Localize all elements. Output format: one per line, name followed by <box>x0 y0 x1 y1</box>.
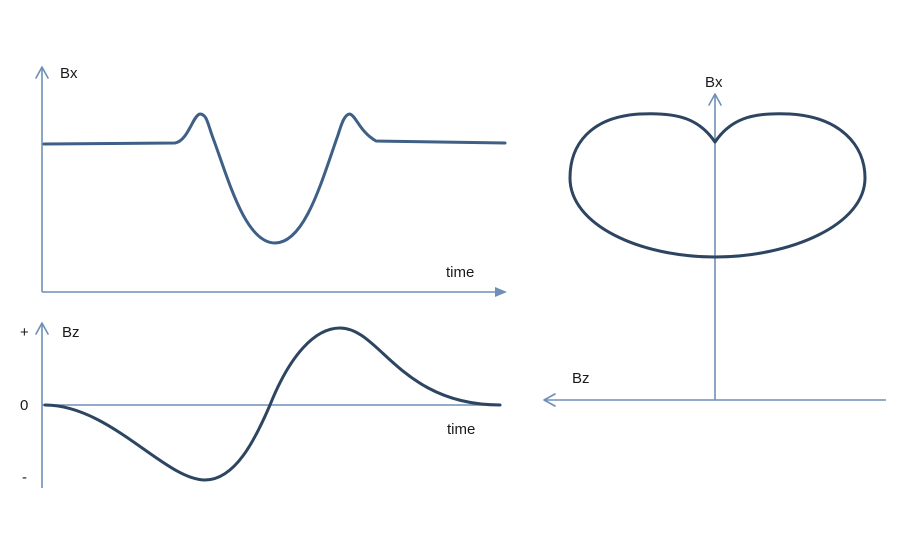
hodogram-bz-axis-arrowhead <box>543 393 556 407</box>
bz-time-minus-tick-label: - <box>22 469 27 486</box>
hodogram-bx-axis-arrowhead <box>708 93 722 106</box>
hodogram-bz-axis-label: Bz <box>572 370 590 387</box>
hodogram-panel: Bx Bz <box>543 74 886 407</box>
bx-time-x-axis-arrowhead <box>495 287 507 297</box>
bx-time-y-axis-arrowhead <box>35 66 49 79</box>
bz-time-x-axis-label: time <box>447 421 475 438</box>
bz-time-y-axis-label: Bz <box>62 324 80 341</box>
bz-time-plus-tick-label: + <box>20 324 29 341</box>
bz-time-y-axis-arrowhead <box>35 322 49 335</box>
hodogram-bx-axis-label: Bx <box>705 74 723 91</box>
bx-time-x-axis-label: time <box>446 264 474 281</box>
bx-time-curve <box>42 112 507 245</box>
bz-time-panel: Bz + 0 - time <box>20 322 502 488</box>
bx-time-y-axis-label: Bx <box>60 65 78 82</box>
bz-time-zero-tick-label: 0 <box>20 397 28 414</box>
hodogram-heart-curve <box>568 112 867 259</box>
bx-time-panel: Bx time <box>35 65 507 297</box>
bz-time-curve <box>43 326 502 482</box>
